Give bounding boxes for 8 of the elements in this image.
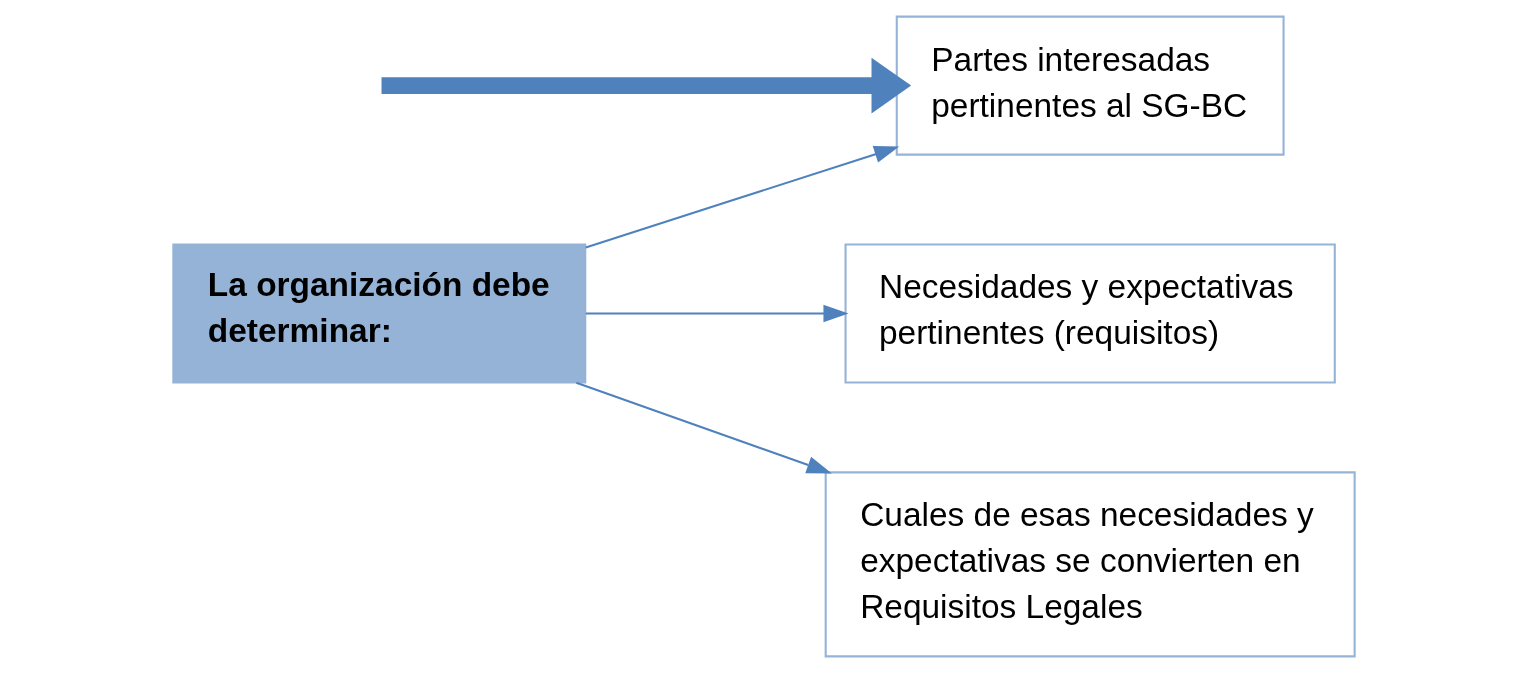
arrow — [584, 145, 899, 249]
node-box: Partes interesadas pertinentes al SG-BC — [895, 15, 1285, 156]
arrow — [381, 57, 911, 114]
node-box: La organización debe determinar: — [171, 243, 586, 384]
node-box: Necesidades y expectativas pertinentes (requisitos) — [844, 243, 1336, 384]
arrow — [585, 304, 849, 323]
node-box: Cuales de esas necesidades y expectativas se convierten en Requisitos Legales — [824, 471, 1356, 658]
arrow — [575, 381, 832, 474]
